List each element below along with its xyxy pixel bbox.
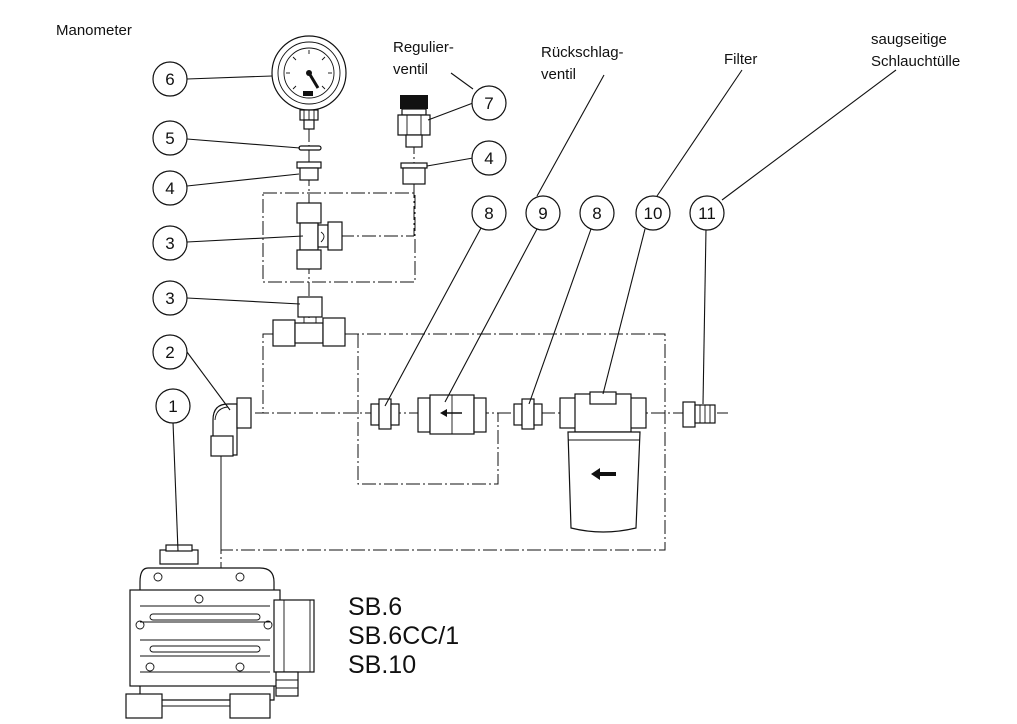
svg-text:11: 11 xyxy=(698,204,716,223)
svg-text:1: 1 xyxy=(168,397,177,416)
svg-text:6: 6 xyxy=(165,70,174,89)
leader-lines xyxy=(172,69,897,552)
hose-nozzle xyxy=(682,401,716,428)
callout-8-left: 8 xyxy=(471,195,507,231)
svg-text:3: 3 xyxy=(165,289,174,308)
filter-housing xyxy=(559,391,647,533)
manometer-gauge xyxy=(271,35,347,130)
callout-5: 5 xyxy=(152,120,188,156)
svg-text:2: 2 xyxy=(165,343,174,362)
return-loop-line xyxy=(220,333,666,551)
label-manometer: Manometer xyxy=(56,22,132,39)
callout-4-right: 4 xyxy=(471,140,507,176)
seal-ring xyxy=(298,145,322,151)
callout-9: 9 xyxy=(525,195,561,231)
svg-text:8: 8 xyxy=(484,204,493,223)
label-filter: Filter xyxy=(724,51,757,68)
svg-text:4: 4 xyxy=(484,149,493,168)
vacuum-pump xyxy=(125,544,315,719)
tee-fitting-lower xyxy=(272,296,346,347)
label-regulier-2: ventil xyxy=(393,61,428,78)
label-rueckschlag-2: ventil xyxy=(541,66,576,83)
callout-3-lower: 3 xyxy=(152,280,188,316)
svg-text:7: 7 xyxy=(484,94,493,113)
connection-lines xyxy=(220,128,728,578)
label-saug-2: Schlauchtülle xyxy=(871,53,960,70)
callout-11: 11 xyxy=(689,195,725,231)
double-nipple-right xyxy=(513,398,543,430)
double-nipple-left xyxy=(370,398,400,430)
callout-7: 7 xyxy=(471,85,507,121)
svg-text:3: 3 xyxy=(165,234,174,253)
regulating-valve xyxy=(397,95,431,148)
tee-fitting-upper xyxy=(296,202,343,270)
reduction-nipple-right xyxy=(400,162,428,185)
label-saug-1: saugseitige xyxy=(871,31,947,48)
callout-3-upper: 3 xyxy=(152,225,188,261)
callout-4-left: 4 xyxy=(152,170,188,206)
svg-text:9: 9 xyxy=(538,204,547,223)
svg-text:5: 5 xyxy=(165,129,174,148)
elbow-fitting xyxy=(210,397,252,457)
callout-2: 2 xyxy=(152,334,188,370)
svg-text:8: 8 xyxy=(592,204,601,223)
label-rueckschlag-1: Rückschlag- xyxy=(541,44,624,61)
tee-assembly-box xyxy=(262,192,416,283)
reduction-nipple-left xyxy=(296,161,322,181)
callout-10: 10 xyxy=(635,195,671,231)
model-sb10: SB.10 xyxy=(348,651,416,679)
callout-1: 1 xyxy=(155,388,191,424)
svg-text:10: 10 xyxy=(644,204,663,223)
svg-text:4: 4 xyxy=(165,179,174,198)
check-valve xyxy=(417,394,487,435)
callout-6: 6 xyxy=(152,61,188,97)
model-sb6cc1: SB.6CC/1 xyxy=(348,622,459,650)
label-regulier-1: Regulier- xyxy=(393,39,454,56)
bypass-box-line xyxy=(357,334,499,485)
model-sb6: SB.6 xyxy=(348,593,402,621)
lower-tee-line xyxy=(262,333,273,413)
callout-8-right: 8 xyxy=(579,195,615,231)
